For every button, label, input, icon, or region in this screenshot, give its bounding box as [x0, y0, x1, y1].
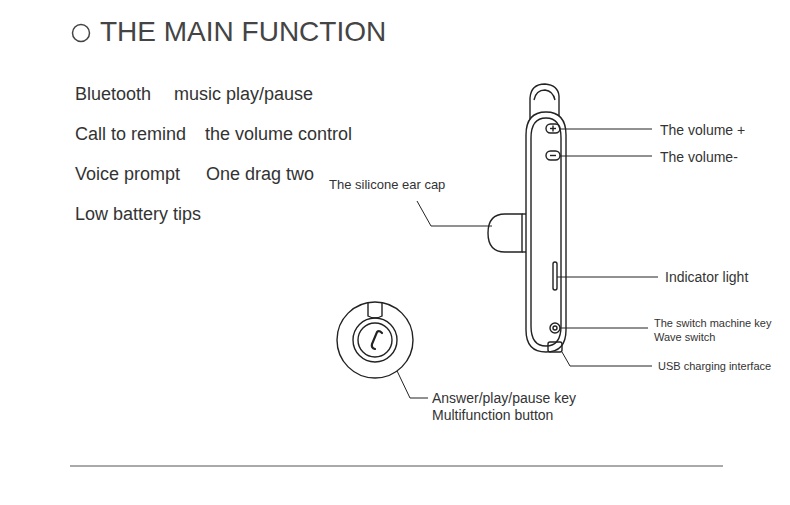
part-label: USB charging interface — [658, 360, 771, 373]
part-label: The volume- — [660, 149, 738, 165]
divider-line — [70, 466, 723, 467]
feature-text: Low battery tips — [75, 204, 201, 225]
feature-text: Voice prompt — [75, 164, 180, 185]
part-label: The silicone ear cap — [329, 178, 445, 193]
title: THE MAIN FUNCTION — [100, 16, 386, 48]
part-label: The volume + — [660, 122, 745, 138]
headset-body — [488, 84, 566, 352]
part-label: Indicator light — [665, 269, 748, 285]
part-label: The switch machine key — [654, 317, 771, 330]
part-label: Answer/play/pause key — [432, 390, 576, 406]
feature-text: Bluetooth — [75, 84, 151, 105]
multifunction-button-detail — [337, 302, 413, 378]
part-label: Wave switch — [654, 331, 715, 344]
part-label: Multifunction button — [432, 407, 553, 423]
leader-lines — [388, 129, 658, 398]
feature-text: the volume control — [205, 124, 352, 145]
feature-text: Call to remind — [75, 124, 186, 145]
feature-text: One drag two — [206, 164, 314, 185]
feature-text: music play/pause — [174, 84, 313, 105]
title-bullet — [73, 25, 90, 42]
